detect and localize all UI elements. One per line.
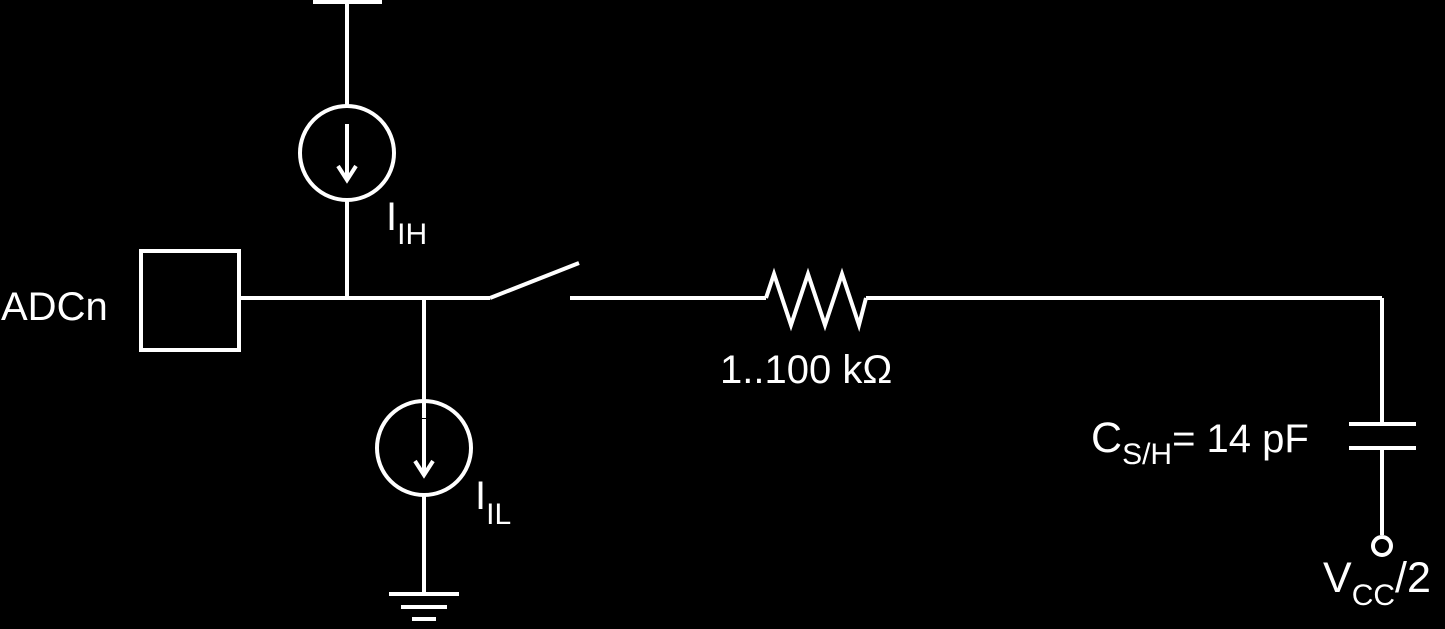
sample-switch (489, 261, 580, 300)
current-source-il (375, 298, 473, 592)
capacitor-label: CS/H= 14 pF (1091, 414, 1309, 471)
current-high-label: IIH (386, 195, 427, 251)
resistor-label: 1..100 kΩ (720, 348, 892, 392)
pin-label: ADCn (1, 285, 108, 329)
current-source-ih (298, 104, 396, 298)
vcc-half-terminal-icon (1371, 535, 1393, 557)
adc-pin-box (139, 249, 241, 352)
series-resistor (570, 267, 1384, 424)
sample-hold-capacitor (1349, 422, 1416, 557)
ground-icon (389, 592, 459, 621)
current-low-label: IIL (475, 474, 511, 531)
reference-label: VCC/2 (1323, 554, 1431, 612)
supply-rail (313, 0, 382, 107)
